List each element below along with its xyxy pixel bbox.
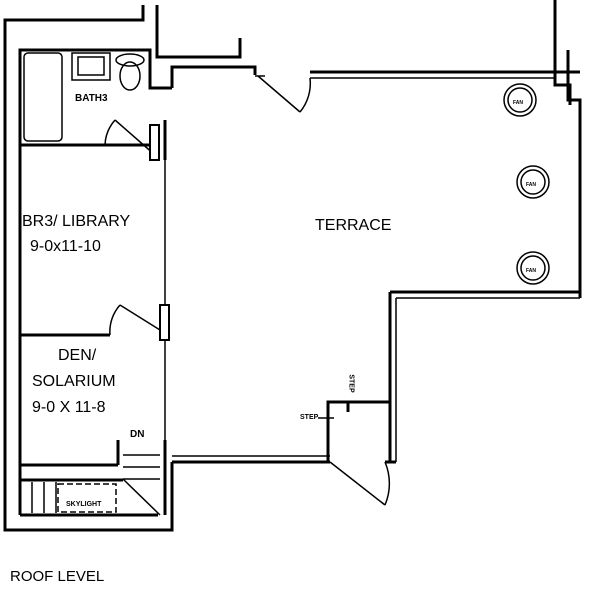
down-label: DN <box>130 429 145 440</box>
room-size-den: 9-0 X 11-8 <box>32 399 106 416</box>
room-label-br3: BR3/ LIBRARY <box>22 213 131 230</box>
terrace-door <box>329 461 391 506</box>
toilet-bowl <box>119 61 141 91</box>
corridor-wall <box>155 5 242 59</box>
terrace-door <box>257 75 312 113</box>
room-size-br3: 9-0x11-10 <box>30 238 101 255</box>
outer-wall <box>3 5 174 532</box>
fan-label: FAN <box>526 182 536 188</box>
sink <box>71 52 111 81</box>
bath-door <box>104 119 156 156</box>
partition <box>159 304 170 341</box>
room-label-den: DEN/ <box>58 347 97 364</box>
step-outline <box>326 400 390 462</box>
corridor-wall <box>170 65 257 88</box>
step-label: STEP <box>347 374 355 393</box>
bathtub <box>23 52 63 142</box>
den-door <box>109 304 161 336</box>
room-label-solarium: SOLARIUM <box>32 373 116 390</box>
skylight-label: SKYLIGHT <box>66 501 102 508</box>
step-label: STEP <box>300 414 319 421</box>
terrace-wall <box>566 50 582 298</box>
stair-diagonal <box>122 478 161 516</box>
skylight <box>57 483 117 513</box>
plan-title: ROOF LEVEL <box>10 568 105 585</box>
fan-label: FAN <box>526 268 536 274</box>
inner-wall <box>18 48 172 515</box>
toilet-tank <box>115 53 145 67</box>
fan-label: FAN <box>513 100 523 106</box>
ceiling-fan-icon <box>516 251 550 285</box>
ceiling-fan-icon <box>503 83 537 117</box>
sink-basin <box>77 56 105 76</box>
door-jamb <box>149 124 160 161</box>
ceiling-fan-icon <box>516 165 550 199</box>
room-label-bath: BATH3 <box>75 93 108 104</box>
room-label-terrace: TERRACE <box>315 217 392 234</box>
terrace-wall <box>553 0 572 105</box>
